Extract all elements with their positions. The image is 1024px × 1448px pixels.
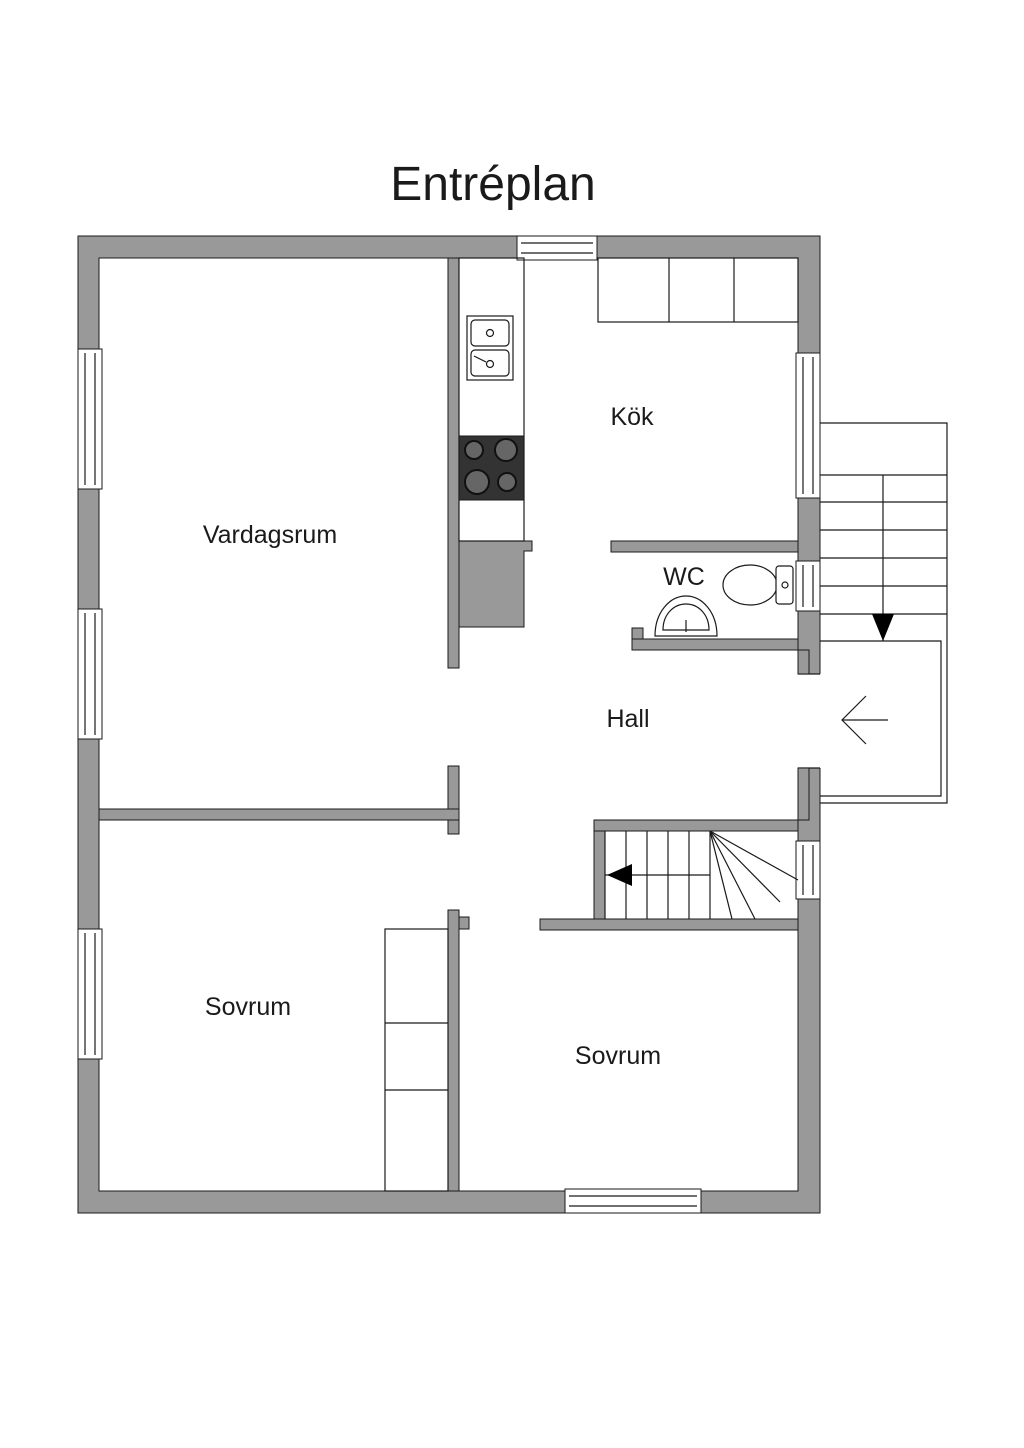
interior-walls [98, 257, 810, 1192]
stair-down-arrow-icon [607, 864, 632, 886]
room-label-kok: Kök [610, 403, 654, 431]
room-label-sovrum-west: Sovrum [205, 993, 291, 1021]
kitchen-counter [458, 257, 525, 542]
window-south [564, 1188, 702, 1214]
room-label-hall: Hall [606, 705, 649, 733]
wardrobe-sovrum [384, 928, 449, 1192]
room-label-sovrum-east: Sovrum [575, 1042, 661, 1070]
stair-down-arrow-icon [872, 614, 894, 641]
room-label-wc: WC [663, 563, 705, 591]
kitchen-upper-cabinets [597, 257, 799, 323]
stove-icon [458, 435, 525, 501]
window-west-2 [77, 608, 103, 740]
interior-staircase [604, 830, 799, 920]
plan-title: Entréplan [390, 158, 595, 211]
window-east-kitchen [795, 352, 821, 499]
window-east-stair [795, 840, 821, 900]
toilet-icon [722, 564, 794, 606]
window-east-wc [795, 560, 821, 612]
windows [77, 235, 821, 1214]
exterior-steps [820, 422, 948, 804]
window-west-1 [77, 348, 103, 490]
room-label-vardagsrum: Vardagsrum [203, 521, 337, 549]
window-west-3 [77, 928, 103, 1060]
washbasin-icon [654, 595, 718, 637]
window-north [516, 235, 598, 261]
entrance-arrow-icon [841, 695, 888, 745]
sink-icon [466, 315, 514, 381]
